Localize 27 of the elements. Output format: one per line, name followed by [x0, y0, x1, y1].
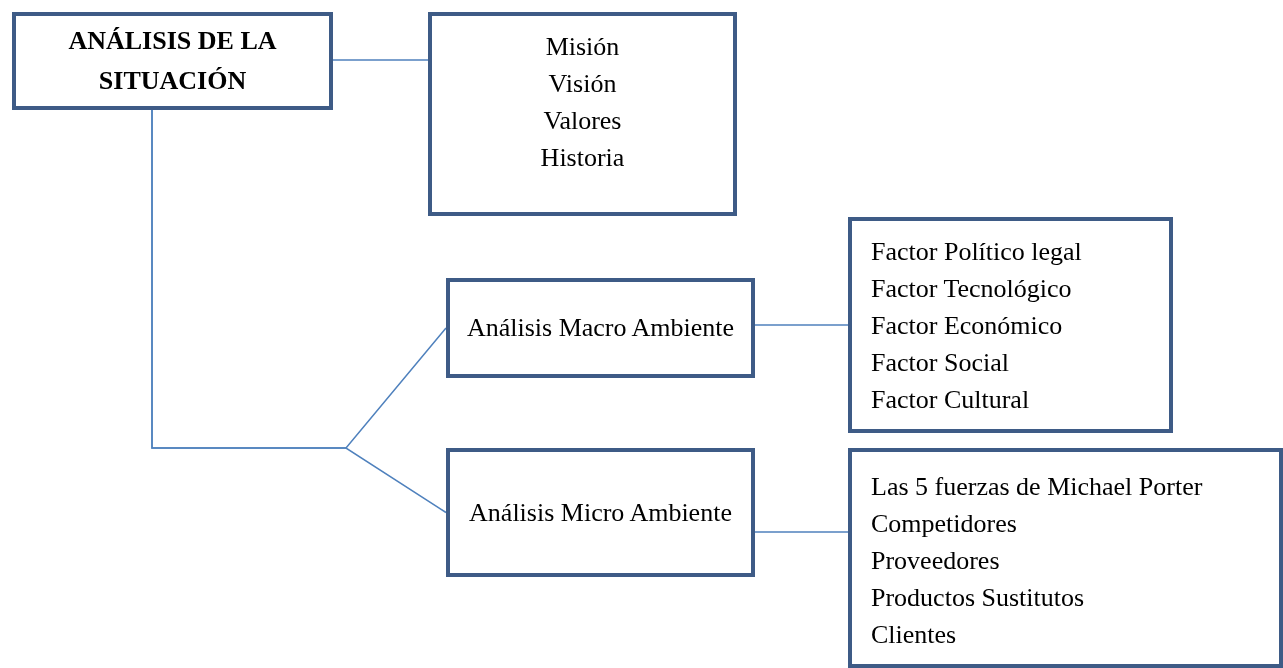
- box-text: Visión: [548, 68, 617, 100]
- box-text: Factor Económico: [871, 310, 1063, 342]
- box-text: Historia: [540, 142, 625, 174]
- connector-line: [754, 324, 849, 326]
- text-box: [428, 12, 737, 216]
- box-text: Factor Cultural: [871, 384, 1030, 416]
- connector-line: [754, 531, 849, 533]
- text-box: [848, 448, 1283, 668]
- box-text: Valores: [543, 105, 622, 137]
- box-text: Proveedores: [871, 545, 1000, 577]
- connector-line: [332, 59, 429, 61]
- connector-line: [151, 109, 447, 514]
- text-box: [848, 217, 1173, 433]
- text-box: [446, 448, 755, 577]
- box-text: Productos Sustitutos: [871, 582, 1085, 614]
- box-text: Las 5 fuerzas de Michael Porter: [871, 471, 1203, 503]
- box-text: Clientes: [871, 619, 957, 651]
- box-text: Factor Social: [871, 347, 1009, 379]
- text-box: [12, 12, 333, 110]
- box-text: Factor Político legal: [871, 236, 1082, 268]
- box-text: ANÁLISIS DE LA SITUACIÓN: [67, 25, 278, 97]
- box-text: Competidores: [871, 508, 1017, 540]
- box-text: Análisis Micro Ambiente: [469, 496, 732, 529]
- box-text: Misión: [545, 31, 620, 63]
- box-text: Factor Tecnológico: [871, 273, 1072, 305]
- text-box: [446, 278, 755, 378]
- box-text: Análisis Macro Ambiente: [466, 312, 735, 344]
